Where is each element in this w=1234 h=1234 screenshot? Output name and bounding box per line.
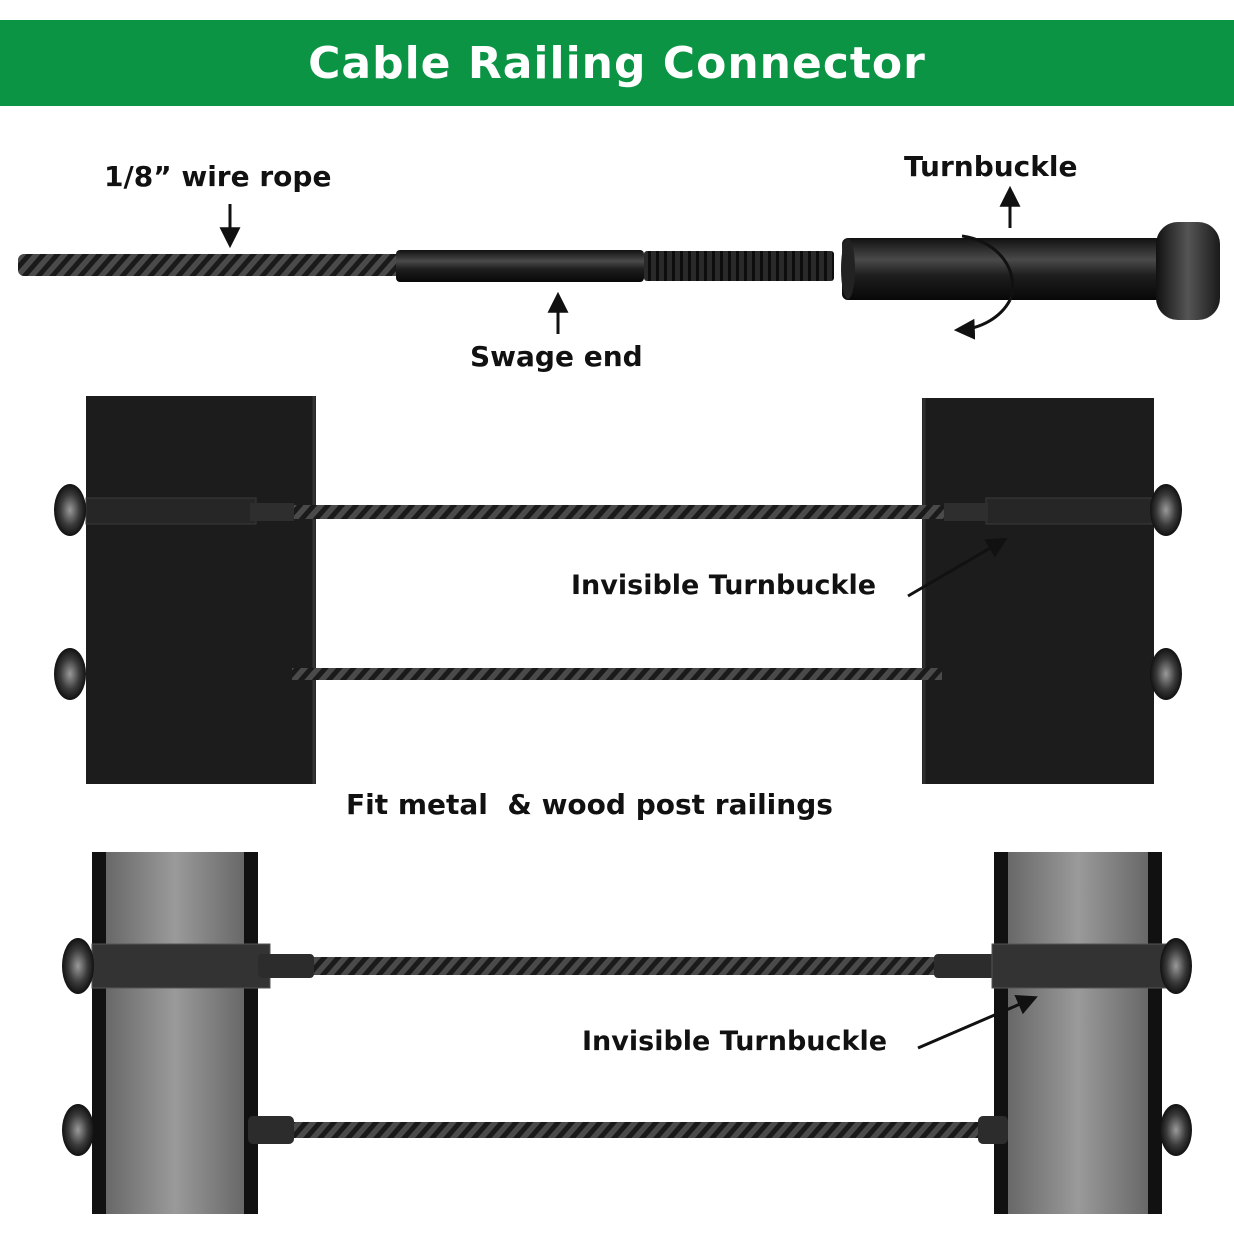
- banner-title: Cable Railing Connector: [308, 37, 926, 89]
- left-square-post: [92, 852, 258, 1214]
- nut-icon: [1160, 1104, 1192, 1156]
- pointer-arrow-icon: [907, 537, 1008, 598]
- invisible-turnbuckle-label-lower: Invisible Turnbuckle: [582, 1026, 888, 1057]
- nut-icon: [1150, 484, 1182, 536]
- metal-wood-panel: [54, 396, 1182, 784]
- turnbuckle-body: [841, 222, 1220, 320]
- rotation-arrow-icon: [953, 234, 1015, 340]
- upper-square-cable: [310, 957, 940, 975]
- swage-end-body: [396, 250, 644, 282]
- turnbuckle-label: Turnbuckle: [904, 150, 1078, 183]
- wire-rope: [18, 254, 403, 276]
- right-square-post: [994, 852, 1162, 1214]
- nut-icon: [1150, 648, 1182, 700]
- left-post: [86, 396, 316, 784]
- square-post-panel: [62, 852, 1192, 1214]
- nut-icon: [1160, 938, 1192, 994]
- wire-rope-label: 1/8” wire rope: [104, 160, 332, 193]
- invisible-turnbuckle-label-upper: Invisible Turnbuckle: [571, 570, 877, 601]
- fit-caption: Fit metal & wood post railings: [346, 788, 833, 821]
- nut-icon: [62, 938, 94, 994]
- nut-icon: [62, 1104, 94, 1156]
- nut-icon: [54, 484, 86, 536]
- upper-cable: [252, 505, 992, 519]
- swage-thread: [644, 251, 834, 281]
- lower-square-cable: [290, 1122, 980, 1138]
- top-connector-diagram: [18, 185, 1220, 340]
- title-banner: Cable Railing Connector: [0, 20, 1234, 106]
- nut-icon: [54, 648, 86, 700]
- lower-cable: [292, 668, 942, 680]
- right-post: [922, 398, 1154, 784]
- pointer-arrow-icon: [917, 995, 1038, 1050]
- swage-end-label: Swage end: [470, 340, 643, 373]
